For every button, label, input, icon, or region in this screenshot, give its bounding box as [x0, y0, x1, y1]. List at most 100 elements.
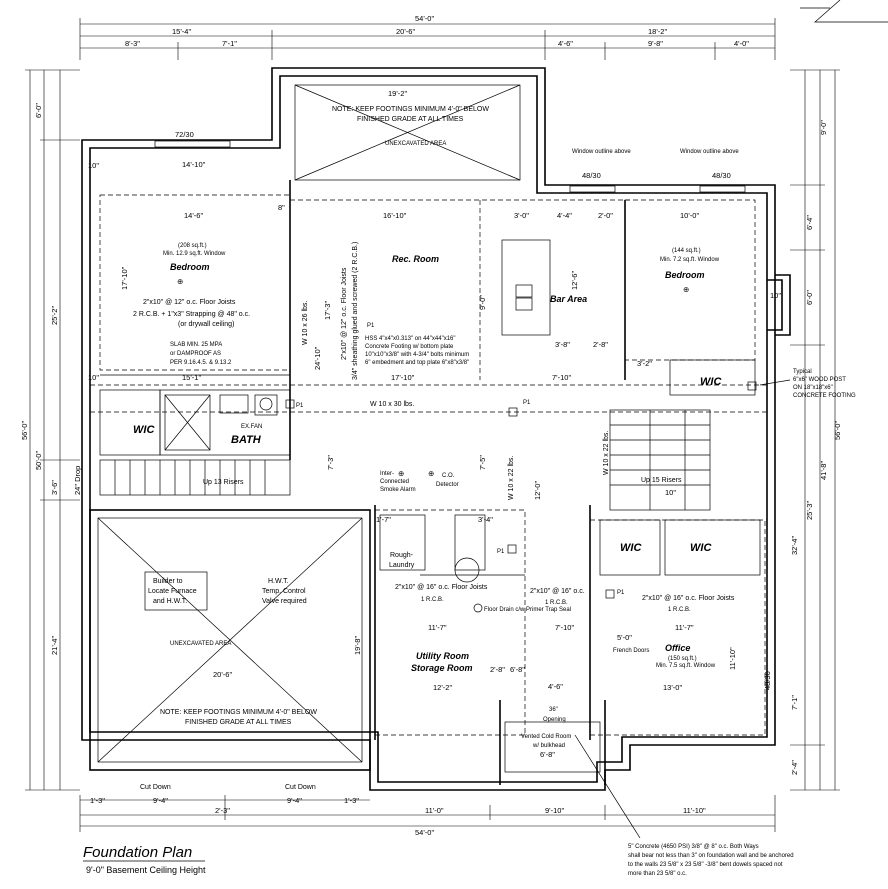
dim-top-left: 15'-4"	[172, 27, 191, 36]
utility-joist-note-2: 2"x10" @ 16" o.c.	[530, 588, 585, 595]
hss-note-4: 6" embedment and top plate 6"x8"x3/8"	[365, 360, 469, 366]
dim-10-d: 10"	[665, 488, 676, 497]
dim-right-32: 32'-4"	[790, 536, 799, 555]
right-dimension-lines	[790, 69, 840, 791]
dim-top-overall: 54'-0"	[415, 14, 434, 23]
slab-note-3: PER 9.16.4.5. & 9.13.2	[170, 360, 232, 366]
dim-15-1: 15'-1"	[182, 373, 201, 382]
smoke-alarm-3: Smoke Alarm	[380, 487, 416, 493]
dim-right-25: 25'-3"	[805, 501, 814, 520]
dim-left-drop: 24" Drop	[73, 466, 82, 495]
beam-w10-30: W 10 x 30 lbs.	[370, 401, 414, 408]
left-dimension-lines	[25, 69, 80, 791]
hss-note-3: 10"x10"x3/8" with 4-3/4" bolts minimum	[365, 352, 469, 358]
beam-w10-22-a: W 10 x 22 lbs.	[508, 456, 515, 500]
dim-left-3: 3'-6"	[50, 480, 59, 495]
dim-7-10b: 7'-10"	[555, 623, 574, 632]
french-doors: French Doors	[613, 648, 649, 654]
room-wic-lower-1: WIC	[620, 542, 642, 554]
dim-garage-w: 20'-6"	[213, 670, 232, 679]
typical-4: CONCRETE FOOTING	[793, 393, 856, 399]
dim-window-48b: 48/30	[712, 171, 731, 180]
window-72-30	[154, 140, 231, 148]
footing-note-bottom-1: NOTE: KEEP FOOTINGS MINIMUM 4'-0" BELOW	[160, 709, 317, 716]
co-detector-icon: ⊕	[428, 469, 434, 478]
concrete-note-1: 5" Concrete (4650 PSI) 3/8" @ 8" o.c. Bo…	[628, 844, 759, 850]
beam-w10-26: W 10 x 26 lbs.	[302, 301, 309, 345]
dim-right-6-4: 6'-4"	[805, 215, 814, 230]
footing-note-top-2: FINISHED GRADE AT ALL TIMES	[357, 116, 464, 123]
office-joist-note: 2"x10" @ 16" o.c. Floor Joists	[642, 595, 735, 602]
plan-subtitle: 9'-0" Basement Ceiling Height	[86, 865, 206, 875]
rcb-2: 1 R.C.B.	[545, 600, 568, 606]
room-bath: BATH	[231, 434, 262, 446]
rec-sheathing-note: 3/4" sheathing glued and screwed (2 R.C.…	[352, 242, 359, 380]
dim-bar-3: 3'-0"	[514, 211, 529, 220]
slab-note-1: SLAB MIN. 25 MPA	[170, 342, 222, 348]
builder-note-3: and H.W.T.	[153, 598, 187, 605]
bottom-dimension-lines	[79, 795, 776, 832]
dim-left-overall: 56'-0"	[20, 421, 29, 440]
room-office: Office	[665, 643, 690, 653]
rough-label: Rough-	[390, 552, 414, 559]
dim-bottom-9b: 9'-4"	[287, 796, 302, 805]
hwt-note-3: Valve required	[262, 598, 307, 605]
dim-10-a: 10"	[88, 161, 99, 170]
dim-bed1-h: 17'-10"	[120, 266, 129, 290]
dim-9-0: 9'-0"	[478, 295, 487, 310]
unexcavated-top: UNEXCAVATED AREA	[385, 141, 446, 147]
stairs-up-15: Up 15 Risers	[641, 477, 682, 484]
room-bedroom-2-area: (144 sq.ft.)	[672, 248, 701, 254]
concrete-note-3: to the walls 23 5/8" x 23 5/8" -3/8" ben…	[628, 862, 783, 868]
dim-11-7a: 11'-7"	[428, 623, 447, 632]
hwt-note-2: Temp. Control	[262, 588, 306, 595]
cut-down-right: Cut Down	[285, 784, 316, 791]
dim-bed2-h: 12'-6"	[570, 271, 579, 290]
concrete-note-4: more than 23 5/8" o.c.	[628, 871, 687, 877]
dim-right-41: 41'-8"	[819, 461, 828, 480]
dim-left-21: 21'-4"	[50, 636, 59, 655]
dim-left-50: 50'-0"	[34, 451, 43, 470]
foundation-walls	[81, 67, 791, 791]
interior-walls	[89, 180, 791, 839]
corner-mark	[800, 0, 888, 23]
dim-4-6: 4'-6"	[548, 682, 563, 691]
dim-10-b: 10"	[88, 373, 99, 382]
floor-drain-note: Floor Drain c/w Primer Trap Seal	[484, 607, 571, 613]
dim-bottom-1c: 1'-3"	[344, 796, 359, 805]
room-office-area: (150 sq.ft.)	[668, 656, 697, 662]
room-bedroom-1-area: (208 sq.ft.)	[178, 243, 207, 249]
dim-11-7b: 11'-7"	[675, 623, 694, 632]
concrete-note-2: shall bear not less than 3" on foundatio…	[628, 853, 794, 859]
typical-1: Typical	[793, 369, 812, 375]
dim-rec-h: 17'-3"	[323, 301, 332, 320]
p1-label-e: P1	[617, 590, 625, 596]
bedroom-2-smoke-icon: ⊕	[683, 285, 689, 294]
room-office-window: Min. 7.5 sq.ft. Window	[656, 663, 716, 669]
rcb-3: 1 R.C.B.	[668, 607, 691, 613]
dim-bar-4: 4'-4"	[557, 211, 572, 220]
dim-bottom-overall: 54'-0"	[415, 828, 434, 837]
stairs-up-13: Up 13 Risers	[203, 479, 244, 486]
dim-7-3: 7'-3"	[326, 455, 335, 470]
unexcavated-bottom: UNEXCAVATED AREA	[170, 641, 231, 647]
window-48-a	[569, 185, 616, 193]
dim-bar-2: 2'-0"	[598, 211, 613, 220]
dim-seg-5: 4'-0"	[734, 39, 749, 48]
window-outline-above-2: Window outline above	[680, 149, 739, 155]
p1-label-b: P1	[296, 403, 304, 409]
p1-label-c: P1	[523, 400, 531, 406]
dim-11-10: 11'-10"	[728, 647, 737, 670]
dim-seg-1: 8'-3"	[125, 39, 140, 48]
room-bedroom-1: Bedroom	[170, 262, 210, 272]
window-outline-above-1: Window outline above	[572, 149, 631, 155]
dim-rec-width: 16'-10"	[383, 211, 407, 220]
dim-5-0: 5'-0"	[617, 633, 632, 642]
dim-bedroom1-inner: 14'-6"	[184, 211, 203, 220]
hwt-note-1: H.W.T.	[268, 578, 289, 585]
dim-left-25: 25'-2"	[50, 306, 59, 325]
p1-label-a: P1	[367, 323, 375, 329]
cold-room-2: w/ bulkhead	[532, 743, 565, 749]
co-detector-1: C.O.	[442, 473, 455, 479]
slab-note-2: or DAMPROOF AS	[170, 351, 221, 357]
